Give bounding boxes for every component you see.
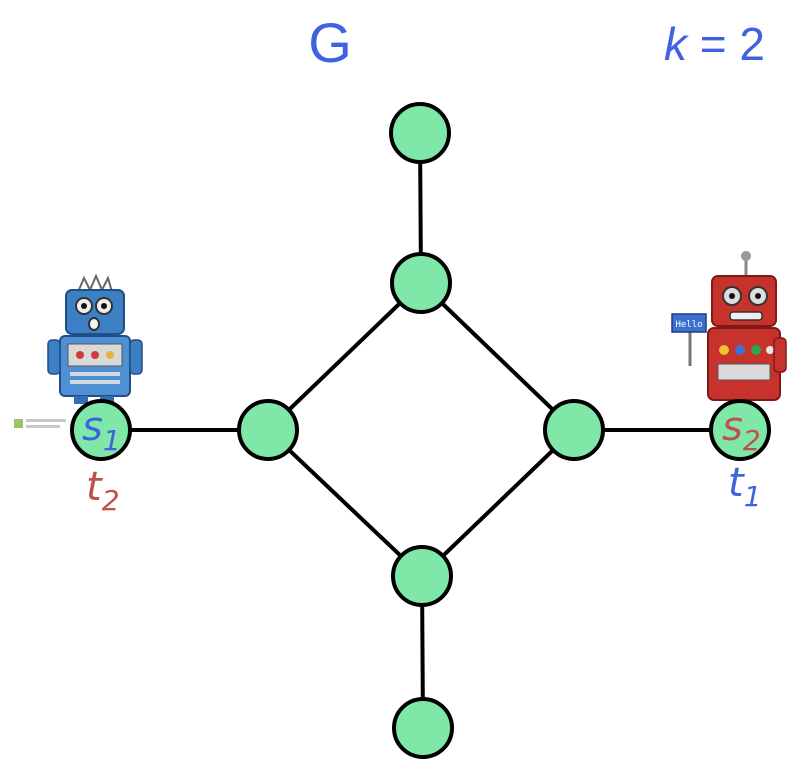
node-top: [389, 102, 451, 164]
robot-button: [106, 351, 114, 359]
robot-pupil: [755, 293, 761, 299]
robot-antenna-tip: [741, 251, 751, 261]
robot-sign-text: Hello: [675, 320, 702, 330]
edge-right-lower: [420, 428, 576, 578]
robot-panel: [717, 363, 771, 381]
k-parameter: k = 2: [664, 18, 765, 70]
robot-mouth: [88, 317, 100, 331]
robot-arm: [47, 339, 61, 375]
label-t2: t2: [86, 464, 120, 517]
robot-antenna: [77, 273, 113, 293]
robot-button: [719, 345, 729, 355]
watermark-text: [26, 419, 66, 422]
blue-robot: [47, 273, 143, 404]
label-t1: t1: [728, 460, 762, 513]
watermark-badge: [14, 419, 23, 428]
robot-sign: [671, 313, 707, 333]
nodes: [70, 102, 771, 759]
label-s2: s2: [722, 404, 761, 457]
robot-vent: [70, 380, 120, 384]
robot-mouth: [729, 311, 763, 321]
robot-pupil: [81, 303, 87, 309]
node-right: [543, 399, 605, 461]
robot-vent: [70, 372, 120, 376]
stock-watermark: [14, 419, 66, 428]
robot-arm: [773, 337, 787, 373]
edge-upper-right: [419, 281, 576, 432]
robot-arm: [129, 339, 143, 375]
robot-leg: [74, 396, 88, 404]
edge-left-lower: [266, 428, 424, 578]
robot-button: [76, 351, 84, 359]
node-bottom: [392, 697, 454, 759]
watermark-text: [26, 425, 60, 428]
red-robot: Hello: [671, 251, 787, 401]
edges: [99, 131, 742, 730]
robot-button: [751, 345, 761, 355]
robot-button: [735, 345, 745, 355]
robot-button: [91, 351, 99, 359]
node-s2: [709, 399, 771, 461]
node-upper: [390, 252, 452, 314]
label-s1: s1: [82, 404, 121, 457]
robot-button: [766, 346, 774, 354]
node-left: [237, 399, 299, 461]
node-s1: [70, 399, 132, 461]
robot-pupil: [101, 303, 107, 309]
robot-pupil: [729, 293, 735, 299]
node-lower: [391, 545, 453, 607]
graph-title: G: [308, 11, 352, 74]
edge-upper-left: [266, 281, 423, 432]
